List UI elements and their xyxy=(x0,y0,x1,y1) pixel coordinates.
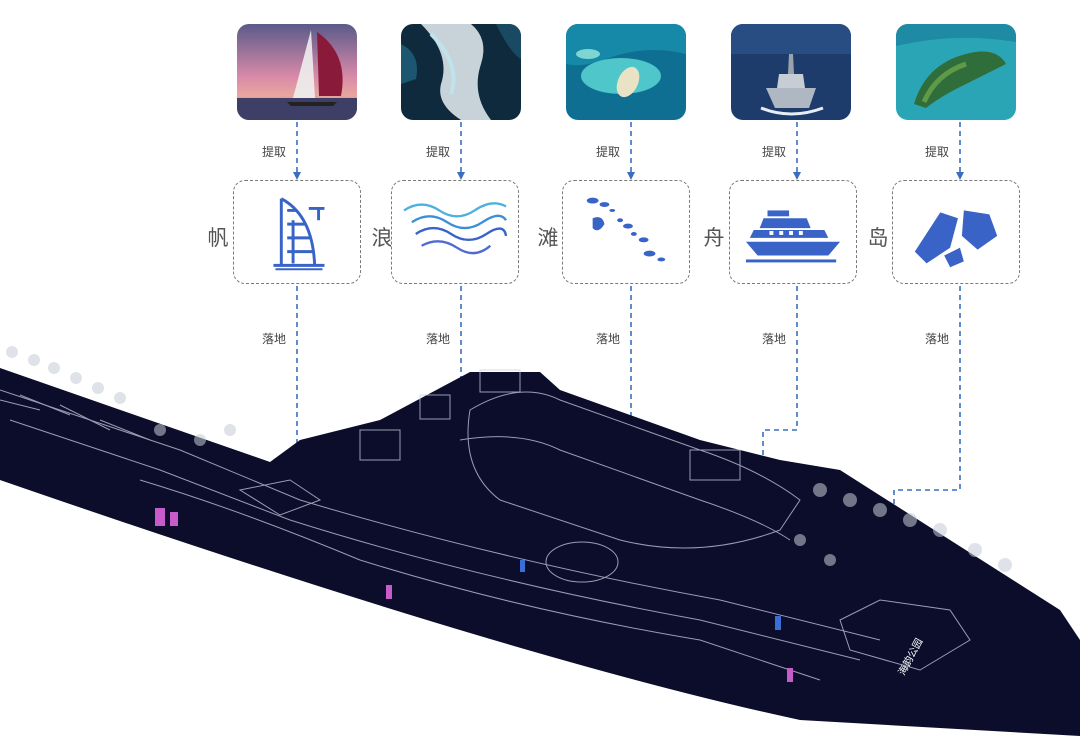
concept-char-wave: 浪 xyxy=(371,226,393,250)
site-plan: 海韵公园 xyxy=(0,346,1080,736)
scattered-islets-icon xyxy=(562,180,690,284)
concept-char-beach: 滩 xyxy=(537,226,559,250)
concept-char-boat: 舟 xyxy=(703,226,725,250)
extract-label: 提取 xyxy=(595,145,620,159)
photo-island xyxy=(896,24,1016,120)
landing-label: 落地 xyxy=(924,332,949,346)
photo-atoll xyxy=(566,24,686,120)
landing-label: 落地 xyxy=(595,332,620,346)
extract-label: 提取 xyxy=(924,145,949,159)
extract-label: 提取 xyxy=(425,145,450,159)
landing-label: 落地 xyxy=(425,332,450,346)
photo-waves xyxy=(401,24,521,120)
concept-char-sail: 帆 xyxy=(207,226,229,250)
extract-label: 提取 xyxy=(261,145,286,159)
concept-char-island: 岛 xyxy=(867,226,889,250)
photo-warship xyxy=(731,24,851,120)
photo-sailboat xyxy=(237,24,357,120)
wave-lines-icon xyxy=(391,180,519,284)
rock-island-icon xyxy=(892,180,1020,284)
landing-label: 落地 xyxy=(261,332,286,346)
landing-label: 落地 xyxy=(761,332,786,346)
cruise-ship-icon xyxy=(729,180,857,284)
extract-label: 提取 xyxy=(761,145,786,159)
sail-building-icon xyxy=(233,180,361,284)
